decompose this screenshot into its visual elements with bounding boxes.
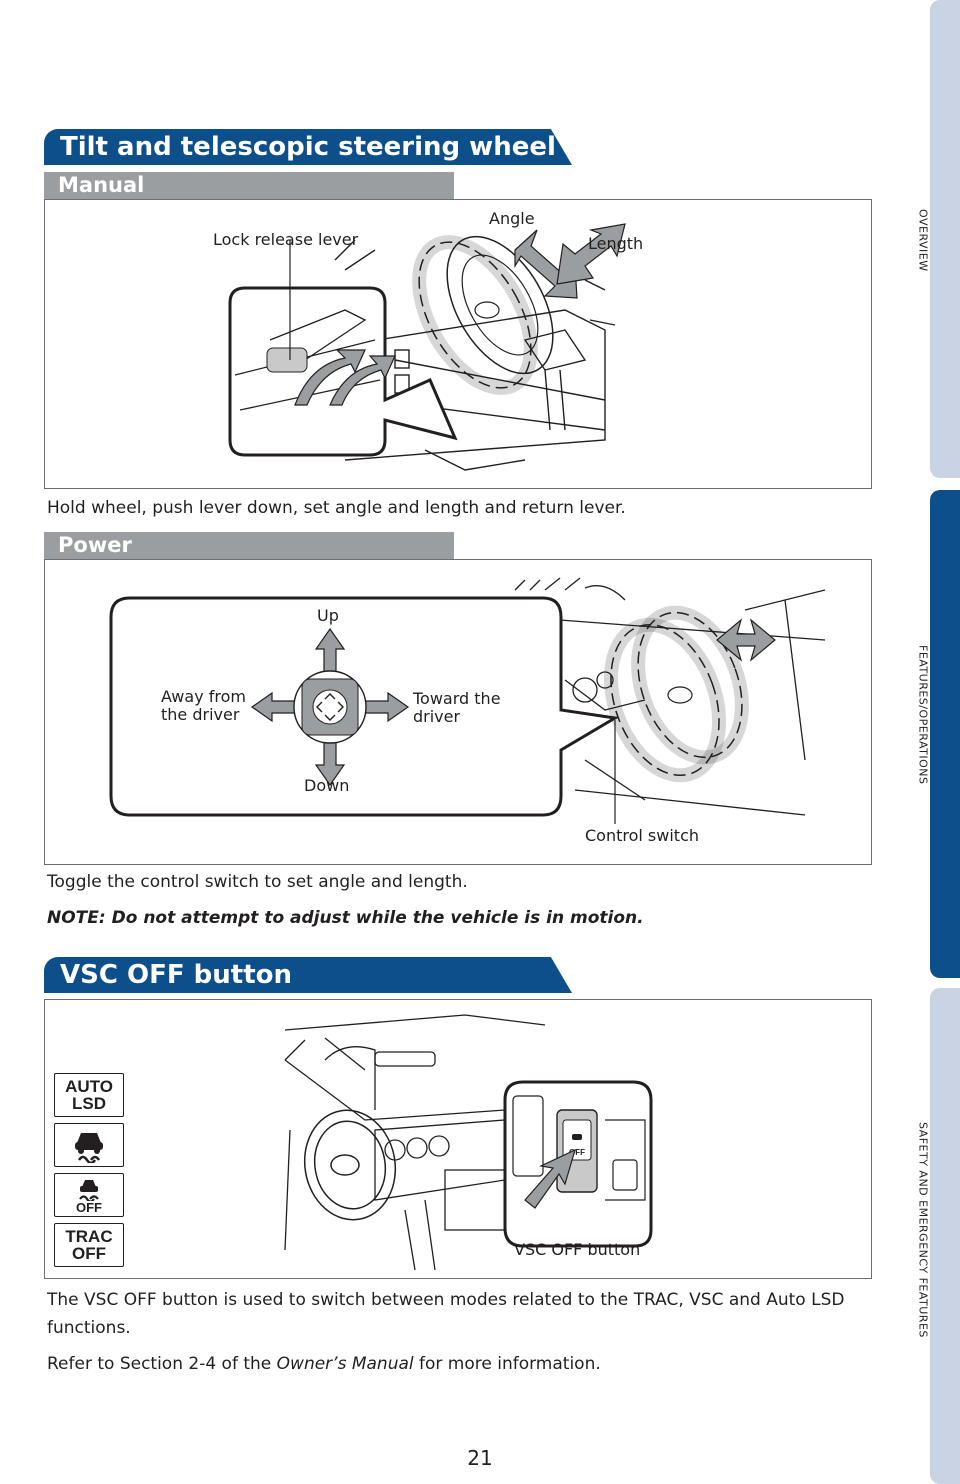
label-up: Up xyxy=(317,606,339,625)
label-down: Down xyxy=(304,776,350,795)
manual-illustration xyxy=(44,199,872,489)
label-away-from-driver: Away from the driver xyxy=(161,687,246,724)
tab-safety-label: SAFETY AND EMERGENCY FEATURES xyxy=(916,1122,930,1338)
subheading-manual: Manual xyxy=(44,172,454,199)
label-vsc-off-button: VSC OFF button xyxy=(514,1240,641,1259)
tab-features-label: FEATURES/OPERATIONS xyxy=(916,645,930,785)
skid-off-icon: OFF xyxy=(54,1173,124,1217)
section-title-tilt: Tilt and telescopic steering wheel xyxy=(44,129,572,165)
skid-off-text: OFF xyxy=(76,1199,102,1215)
label-angle: Angle xyxy=(489,209,535,228)
skid-icon xyxy=(54,1123,124,1167)
auto-lsd-icon: AUTO LSD xyxy=(54,1073,124,1117)
label-lock-release-lever: Lock release lever xyxy=(213,230,359,249)
inset-off-text: OFF xyxy=(569,1148,585,1157)
label-control-switch: Control switch xyxy=(585,826,699,845)
refer-pre: Refer to Section 2-4 of the xyxy=(47,1354,277,1374)
tab-overview-label: OVERVIEW xyxy=(916,208,930,272)
label-length: Length xyxy=(588,234,644,253)
vsc-paragraph: The VSC OFF button is used to switch bet… xyxy=(47,1290,845,1338)
auto-lsd-text: AUTO LSD xyxy=(65,1077,113,1113)
section-title-vsc: VSC OFF button xyxy=(44,957,572,993)
subheading-power: Power xyxy=(44,532,454,559)
tab-overview[interactable] xyxy=(930,0,960,478)
page-number: 21 xyxy=(467,1446,493,1470)
label-toward-driver: Toward the driver xyxy=(413,689,501,726)
refer-manual: Owner’s Manual xyxy=(276,1354,414,1374)
refer-post: for more information. xyxy=(413,1354,601,1374)
trac-off-icon: TRAC OFF xyxy=(54,1223,124,1267)
manual-caption: Hold wheel, push lever down, set angle a… xyxy=(47,498,626,518)
tab-safety-emergency[interactable] xyxy=(930,988,960,1484)
power-note: NOTE: Do not attempt to adjust while the… xyxy=(47,908,644,928)
power-illustration xyxy=(44,559,872,865)
trac-off-text: TRAC OFF xyxy=(65,1227,113,1263)
tab-features-operations[interactable] xyxy=(930,490,960,978)
vsc-illustration: OFF xyxy=(44,999,872,1279)
vsc-refer: Refer to Section 2-4 of the Owner’s Manu… xyxy=(47,1354,601,1374)
power-caption: Toggle the control switch to set angle a… xyxy=(47,872,468,892)
